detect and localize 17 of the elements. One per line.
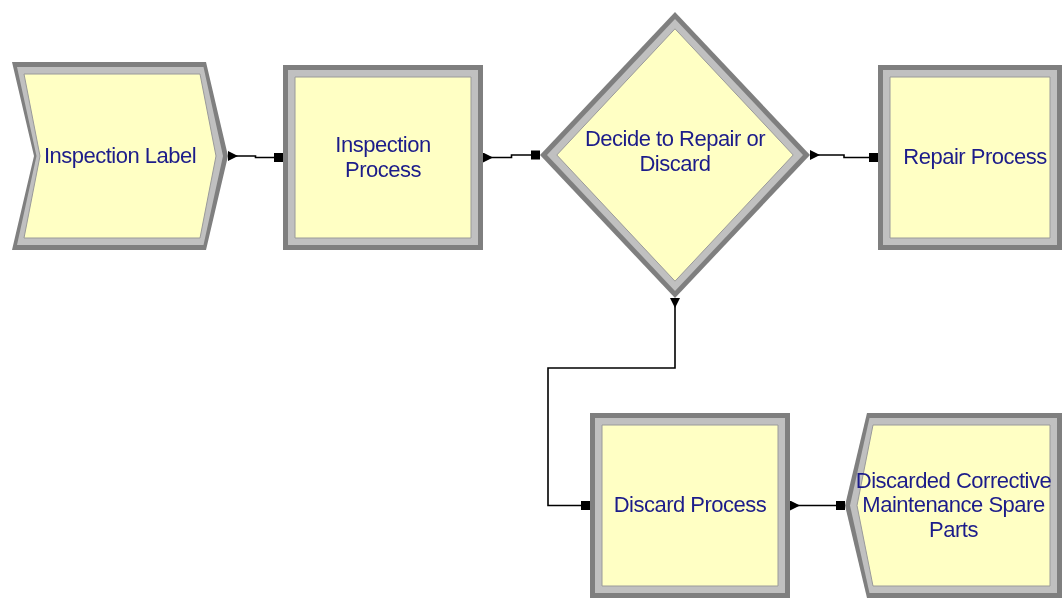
connector bbox=[482, 150, 541, 163]
node-label: Inspection Process bbox=[334, 132, 432, 183]
decision-diamond bbox=[540, 12, 810, 298]
dispose-block bbox=[845, 413, 1062, 598]
process-block bbox=[590, 413, 790, 598]
node-label: Repair Process bbox=[903, 145, 1047, 170]
node-label: Discarded Corrective Maintenance Spare Parts bbox=[854, 468, 1053, 543]
node-label: Discard Process bbox=[613, 493, 767, 518]
connector bbox=[227, 151, 284, 162]
node-label: Inspection Label bbox=[43, 143, 197, 169]
connector bbox=[809, 150, 879, 162]
connector bbox=[547, 297, 680, 510]
connector bbox=[789, 500, 846, 511]
process-block bbox=[878, 65, 1062, 250]
create-block bbox=[12, 62, 228, 250]
node-label: Decide to Repair or Discard bbox=[583, 127, 767, 177]
process-block bbox=[283, 65, 483, 250]
